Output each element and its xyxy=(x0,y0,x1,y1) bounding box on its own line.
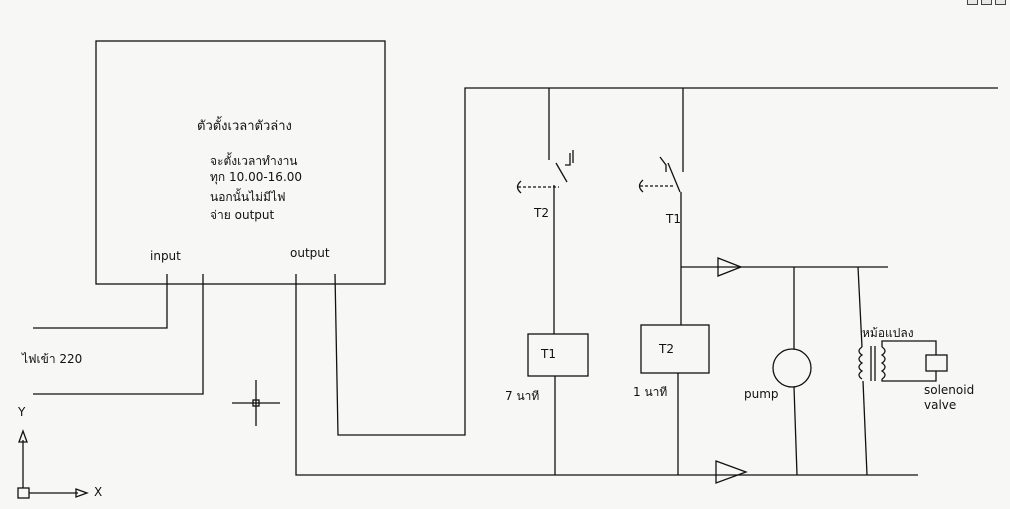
pump-wire-bottom xyxy=(793,386,798,476)
timer-t2-duration: 1 นาที xyxy=(633,385,668,399)
transformer-wire-top xyxy=(857,266,863,348)
timer-t1-duration: 7 นาที xyxy=(505,389,540,403)
timer-t2-name: T2 xyxy=(659,342,674,356)
crosshair-cursor-pickbox xyxy=(252,399,260,407)
supply-wire-2 xyxy=(33,274,204,395)
contact-t1-label: T1 xyxy=(666,212,681,226)
timer-t2-coil xyxy=(640,324,710,374)
ucs-x-label: X xyxy=(94,485,103,499)
contact-t2-knob xyxy=(516,180,522,194)
restore-icon[interactable] xyxy=(981,0,992,5)
solenoid-wire-top xyxy=(881,340,937,355)
supply-label: ไฟเข้า 220 xyxy=(22,352,83,366)
ucs-origin-box xyxy=(17,487,30,499)
timer-box-desc-1: จะตั้งเวลาทำงาน xyxy=(210,154,298,168)
timer-output-label: output xyxy=(290,246,330,260)
pump-motor xyxy=(772,348,812,388)
ucs-x-arrow xyxy=(75,488,89,498)
solenoid-label-2: valve xyxy=(924,398,957,412)
timer-box-desc-2: ทุก 10.00-16.00 xyxy=(210,170,303,184)
contact-t1-blade xyxy=(667,162,681,193)
contact-t1-knob xyxy=(638,179,644,193)
contact-t2-blade xyxy=(555,162,568,183)
timer-t1-coil xyxy=(527,333,589,377)
timer-t1-name: T1 xyxy=(541,347,556,361)
bottom-rail-arrow xyxy=(715,460,748,484)
contact-t1-stub xyxy=(659,156,667,172)
supply-wire-1 xyxy=(33,274,168,329)
ucs-y-arrow xyxy=(18,429,28,443)
pump-label: pump xyxy=(744,387,779,401)
close-icon[interactable] xyxy=(995,0,1006,5)
transformer-wire-bottom xyxy=(862,380,868,476)
solenoid-wire-bottom xyxy=(881,371,937,382)
timer-box-desc-4: จ่าย output xyxy=(210,208,275,222)
timer-box-title: ตัวตั้งเวลาตัวล่าง xyxy=(197,119,292,134)
minimize-icon[interactable] xyxy=(967,0,978,5)
transformer-secondary-coil xyxy=(880,346,886,380)
timer-box-desc-3: นอกนั้นไม่มีไฟ xyxy=(210,190,286,204)
window-controls xyxy=(967,0,1006,5)
ucs-y-label: Y xyxy=(18,405,26,419)
solenoid-valve xyxy=(925,354,948,372)
contact-t2-label: T2 xyxy=(534,206,549,220)
load-rail-arrow xyxy=(717,257,743,277)
output-wire-to-top-rail xyxy=(334,87,998,436)
timer-input-label: input xyxy=(150,249,181,263)
transformer-primary-coil xyxy=(858,346,864,380)
solenoid-label-1: solenoid xyxy=(924,383,975,397)
contact-t2-stub xyxy=(565,153,571,166)
timer-box xyxy=(95,40,386,285)
output-wire-to-bottom-rail xyxy=(295,274,918,476)
transformer-label: หม้อแปลง xyxy=(862,326,914,340)
